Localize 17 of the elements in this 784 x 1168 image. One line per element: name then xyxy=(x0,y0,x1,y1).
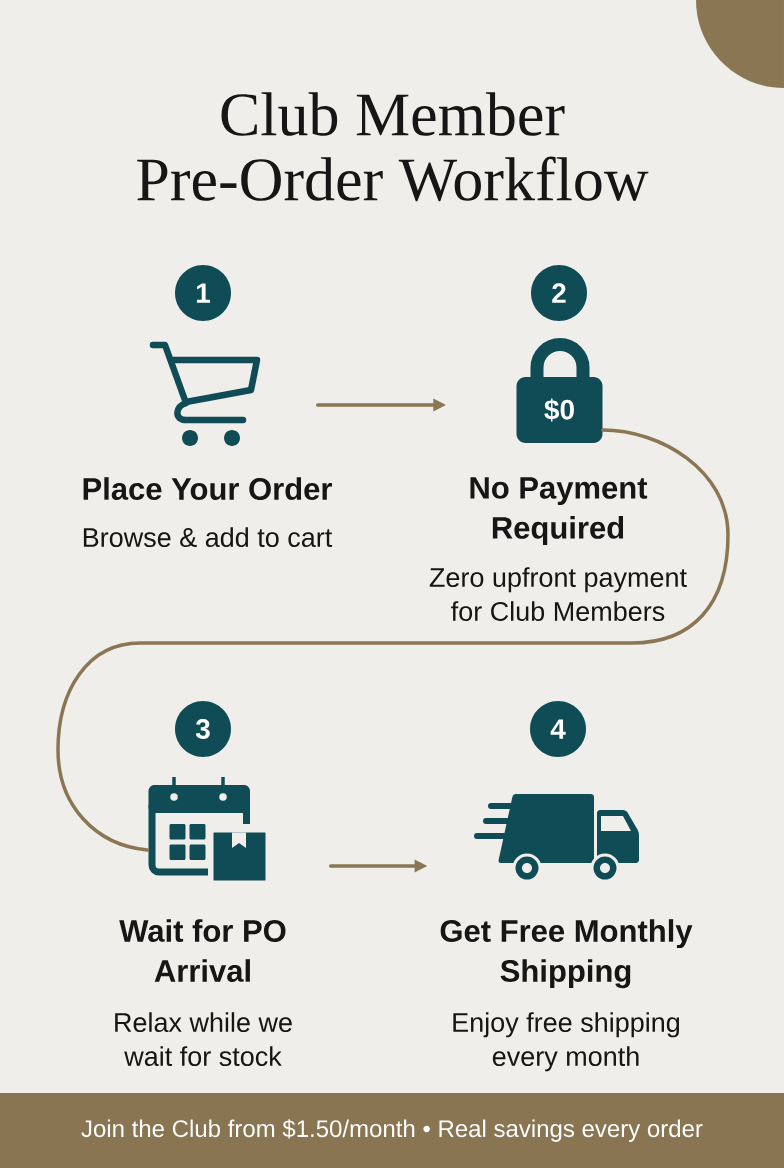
step-description: Enjoy free shipping every month xyxy=(453,1012,679,1072)
step-description: Relax while we wait for stock xyxy=(115,1012,292,1067)
calendar-icon xyxy=(148,777,269,884)
step-heading: No Payment Required xyxy=(470,477,648,545)
number-badge: 2 xyxy=(531,265,587,321)
number-badge: 1 xyxy=(175,265,231,321)
title: Club Member Pre-Order Workflow xyxy=(137,92,649,202)
number-badge: 4 xyxy=(530,701,586,757)
truck-icon xyxy=(474,794,639,883)
cart-icon xyxy=(149,341,261,446)
number-badge: 3 xyxy=(175,701,231,757)
step-description: Zero upfront payment for Club Members xyxy=(429,567,687,621)
step-heading: Get Free Monthly Shipping xyxy=(440,919,693,989)
step-heading: Place Your Order xyxy=(83,477,332,500)
step-description: Browse & add to cart xyxy=(83,527,333,548)
step-heading: Wait for PO Arrival xyxy=(119,919,286,982)
footer-band: Join the Club from $1.50/month • Real savings every order xyxy=(0,1093,784,1168)
